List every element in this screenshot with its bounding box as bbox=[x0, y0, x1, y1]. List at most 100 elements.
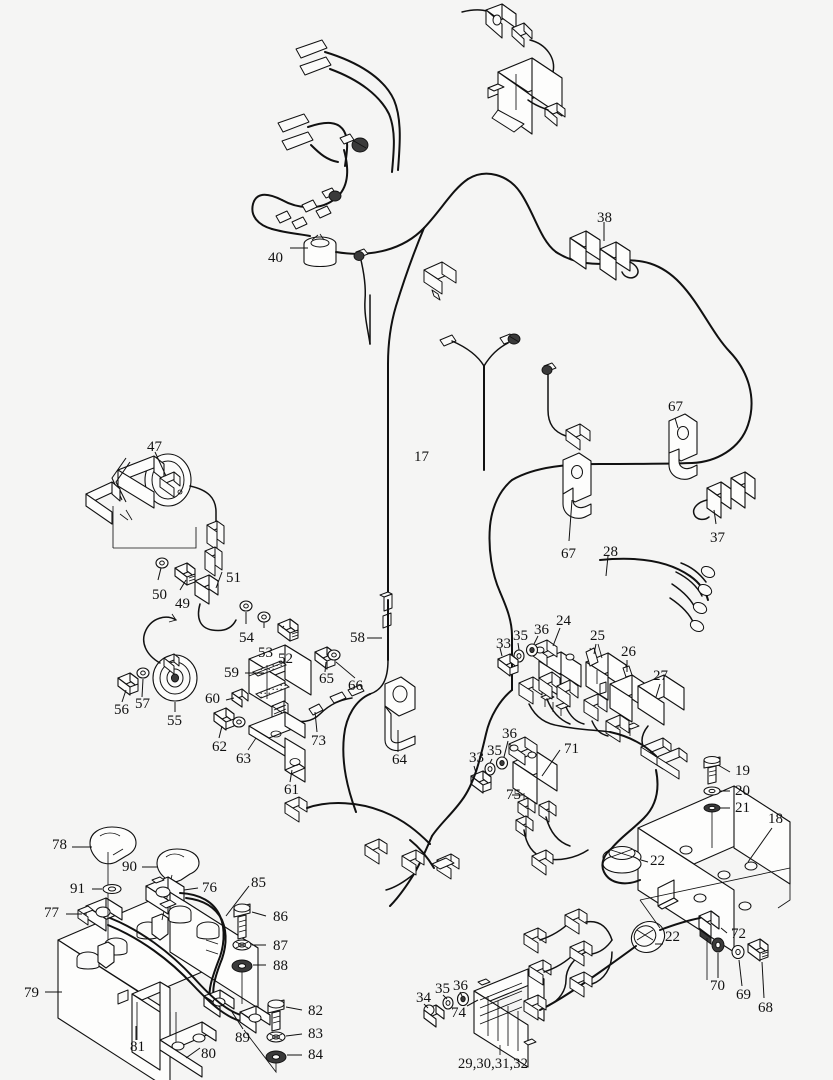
part-75-connectors bbox=[515, 793, 589, 876]
part-78-boot bbox=[89, 826, 137, 865]
callout-64: 64 bbox=[392, 752, 407, 768]
callout-71: 71 bbox=[564, 741, 579, 757]
leader-36a bbox=[533, 635, 539, 645]
branch-wire-center bbox=[353, 248, 371, 345]
leader-76 bbox=[183, 887, 199, 891]
part-68-bolt bbox=[747, 938, 769, 962]
callout-63: 63 bbox=[236, 751, 251, 767]
leader-19 bbox=[717, 764, 731, 773]
part-83-washer bbox=[266, 1031, 286, 1043]
leader-35c bbox=[442, 994, 448, 1000]
callout-26: 26 bbox=[621, 644, 636, 660]
callout-37: 37 bbox=[710, 530, 725, 546]
callout-80: 80 bbox=[201, 1046, 216, 1062]
leader-34 bbox=[423, 1003, 429, 1009]
leader-47 bbox=[154, 451, 167, 477]
harness-sender-lead bbox=[189, 485, 237, 632]
leader-74 bbox=[466, 999, 479, 1007]
leader-67b bbox=[568, 499, 573, 542]
leader-35a bbox=[517, 642, 520, 651]
leader-60 bbox=[225, 697, 235, 701]
part-57-washer bbox=[136, 667, 150, 679]
leader-28 bbox=[605, 555, 609, 577]
callout-19: 19 bbox=[735, 763, 750, 779]
leader-36b bbox=[503, 740, 509, 758]
part-54-washer bbox=[239, 600, 253, 612]
part-19-bolt bbox=[703, 756, 721, 785]
part-47-sender bbox=[85, 453, 192, 525]
leader-85 bbox=[225, 885, 250, 917]
leader-62 bbox=[218, 725, 223, 739]
part-solenoid-block bbox=[461, 3, 566, 135]
part-56-bolt bbox=[117, 672, 139, 696]
callout-51: 51 bbox=[226, 570, 241, 586]
callout-85: 85 bbox=[251, 875, 266, 891]
leader-56 bbox=[121, 689, 127, 703]
callout-34: 34 bbox=[416, 990, 431, 1006]
callout-53: 53 bbox=[258, 645, 273, 661]
part-21-washer bbox=[703, 803, 721, 813]
callout-60: 60 bbox=[205, 691, 220, 707]
part-34-bolt bbox=[423, 1004, 445, 1028]
leader-36c bbox=[459, 991, 463, 997]
callout-88: 88 bbox=[273, 958, 288, 974]
inline-connectors-left bbox=[275, 199, 332, 230]
part-63-washer bbox=[232, 716, 246, 728]
callout-56: 56 bbox=[114, 702, 129, 718]
callout-82: 82 bbox=[308, 1003, 323, 1019]
callout-66: 66 bbox=[348, 678, 363, 694]
branch-wire-right-mid bbox=[541, 362, 591, 451]
callout-36-b: 36 bbox=[502, 726, 517, 742]
callout-68: 68 bbox=[758, 1000, 773, 1016]
callout-21: 21 bbox=[735, 800, 750, 816]
part-87-washer bbox=[232, 939, 252, 951]
leader-22a bbox=[640, 859, 649, 863]
callout-59: 59 bbox=[224, 665, 239, 681]
bullet-connector-upper bbox=[339, 133, 369, 153]
leader-83 bbox=[285, 1033, 303, 1037]
callout-54: 54 bbox=[239, 630, 254, 646]
leader-86 bbox=[251, 911, 267, 917]
part-77-terminal bbox=[77, 897, 123, 932]
leader-66 bbox=[335, 661, 356, 679]
part-53-washer bbox=[257, 611, 271, 623]
part-67-bracket-b bbox=[668, 413, 698, 480]
leader-65 bbox=[324, 661, 327, 673]
leader-57 bbox=[141, 678, 144, 698]
callout-22-a: 22 bbox=[650, 853, 665, 869]
leader-69 bbox=[738, 959, 743, 987]
part-62-bolt bbox=[213, 707, 235, 731]
part-20-washer bbox=[703, 786, 721, 796]
callout-89: 89 bbox=[235, 1030, 250, 1046]
part-86-bolt bbox=[233, 903, 251, 940]
part-80-bracket bbox=[117, 981, 217, 1078]
leader-68 bbox=[761, 961, 765, 999]
part-33-bolt-b bbox=[470, 770, 492, 794]
part-60-bolt bbox=[231, 688, 249, 708]
harness-main-top bbox=[335, 172, 753, 601]
callout-18: 18 bbox=[768, 811, 783, 827]
callout-69: 69 bbox=[736, 987, 751, 1003]
harness-bottom-left bbox=[385, 835, 455, 907]
assembly-line-right bbox=[639, 867, 791, 901]
callout-76: 76 bbox=[202, 880, 217, 896]
part-37-connectors bbox=[692, 471, 756, 521]
callout-49: 49 bbox=[175, 596, 190, 612]
part-55-horn bbox=[142, 613, 198, 702]
leader-61 bbox=[289, 769, 293, 783]
leader-25 bbox=[593, 643, 597, 655]
callout-84: 84 bbox=[308, 1047, 323, 1063]
callout-70: 70 bbox=[710, 978, 725, 994]
part-40-switch bbox=[303, 233, 337, 268]
callout-91: 91 bbox=[70, 881, 85, 897]
callout-57: 57 bbox=[135, 696, 150, 712]
callout-28: 28 bbox=[603, 544, 618, 560]
callout-81: 81 bbox=[130, 1039, 145, 1055]
callout-67-a: 67 bbox=[668, 399, 683, 415]
leader-80 bbox=[185, 1047, 201, 1059]
callout-36-a: 36 bbox=[534, 622, 549, 638]
callout-75: 75 bbox=[506, 787, 521, 803]
part-58-inline-fuse bbox=[379, 591, 393, 629]
